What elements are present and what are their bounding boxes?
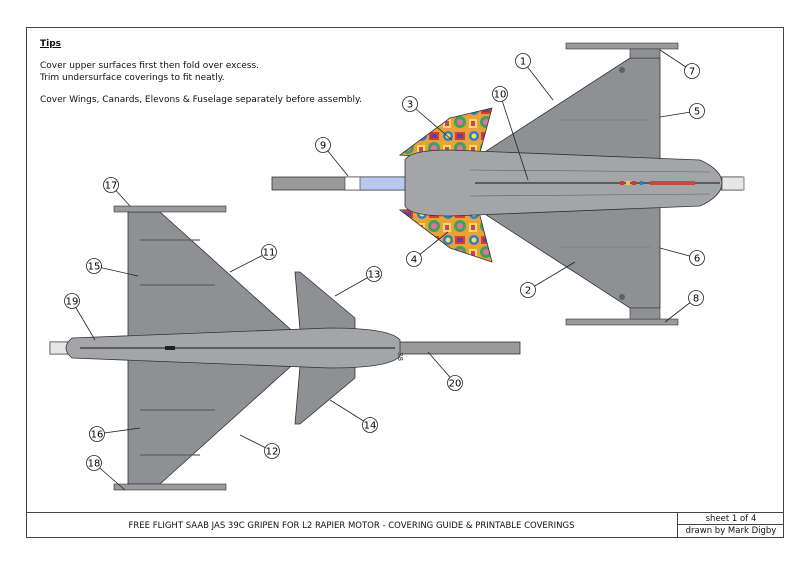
callout-4: 4 xyxy=(406,231,449,267)
callout-18: 18 xyxy=(86,455,126,491)
callout-number: 4 xyxy=(411,255,417,266)
callout-8: 8 xyxy=(664,290,704,323)
callout-circle xyxy=(86,455,102,471)
tip-line-1: Cover upper surfaces first then fold ove… xyxy=(40,61,259,71)
drawing-title: FREE FLIGHT SAAB JAS 39C GRIPEN FOR L2 R… xyxy=(128,521,575,531)
drawn-by: drawn by Mark Digby xyxy=(685,526,777,536)
callout-circle xyxy=(492,86,508,102)
callout-17: 17 xyxy=(103,177,131,207)
callout-leader xyxy=(522,60,554,101)
callout-circle xyxy=(103,177,119,193)
drawing-frame xyxy=(26,27,784,538)
tips-panel: Tips Cover upper surfaces first then fol… xyxy=(40,38,362,106)
callout-number: 7 xyxy=(689,67,695,78)
callout-number: 18 xyxy=(88,459,101,470)
callout-number: 1 xyxy=(520,57,526,68)
bottom-wing-lower xyxy=(127,357,302,485)
callout-leader xyxy=(527,261,576,291)
callout-number: 15 xyxy=(88,262,101,273)
callout-19: 19 xyxy=(64,293,96,341)
callout-9: 9 xyxy=(315,137,349,177)
tips-heading: Tips xyxy=(40,39,62,49)
tip-line-3: Cover Wings, Canards, Elevons & Fuselage… xyxy=(40,95,362,105)
callout-15: 15 xyxy=(86,258,139,277)
callout-circle xyxy=(406,251,422,267)
callout-number: 20 xyxy=(449,379,462,390)
callout-number: 5 xyxy=(694,107,700,118)
callout-circle xyxy=(86,258,102,274)
callout-circle xyxy=(689,250,705,266)
callout-number: 19 xyxy=(66,297,79,308)
callout-5: 5 xyxy=(659,103,705,119)
callout-number: 12 xyxy=(266,447,279,458)
callout-number: 8 xyxy=(693,294,699,305)
callout-circle xyxy=(689,103,705,119)
callout-circle xyxy=(315,137,331,153)
callout-leader xyxy=(409,103,453,141)
bottom-canard-lower xyxy=(294,365,356,425)
callout-circle xyxy=(402,96,418,112)
callout-7: 7 xyxy=(659,49,700,79)
callout-number: 2 xyxy=(525,286,531,297)
callout-1: 1 xyxy=(515,53,554,101)
callout-number: 3 xyxy=(407,100,413,111)
bottom-wing-upper xyxy=(127,211,302,339)
callout-13: 13 xyxy=(334,266,382,297)
callout-circle xyxy=(366,266,382,282)
callout-circle xyxy=(684,63,700,79)
callout-16: 16 xyxy=(89,426,141,442)
callout-number: 14 xyxy=(364,421,377,432)
callout-circle xyxy=(447,375,463,391)
callout-number: 16 xyxy=(91,430,104,441)
callout-circle xyxy=(64,293,80,309)
callout-number: 6 xyxy=(694,254,700,265)
callout-number: 13 xyxy=(368,270,381,281)
title-block: FREE FLIGHT SAAB JAS 39C GRIPEN FOR L2 R… xyxy=(26,512,678,538)
callout-circle xyxy=(261,244,277,260)
tip-line-2: Trim undersurface coverings to fit neatl… xyxy=(40,73,225,83)
top-view xyxy=(271,42,745,326)
callout-2: 2 xyxy=(520,261,576,298)
bottom-view: 38 xyxy=(49,205,521,491)
callout-14: 14 xyxy=(329,399,378,433)
callout-20: 20 xyxy=(427,351,463,391)
bottom-canard-upper xyxy=(294,271,356,331)
sheet-number: sheet 1 of 4 xyxy=(678,512,784,525)
callout-number: 11 xyxy=(263,248,276,259)
callout-11: 11 xyxy=(229,244,277,273)
callout-number: 17 xyxy=(105,181,118,192)
callout-6: 6 xyxy=(659,247,705,266)
callout-circle xyxy=(264,443,280,459)
fuselage-number: 38 xyxy=(396,352,404,361)
callout-number: 10 xyxy=(494,90,507,101)
callout-leader xyxy=(499,93,529,181)
callout-number: 9 xyxy=(320,141,326,152)
callout-circle xyxy=(515,53,531,69)
callout-10: 10 xyxy=(492,86,529,181)
callout-3: 3 xyxy=(402,96,453,141)
callout-12: 12 xyxy=(239,434,280,459)
callout-circle xyxy=(362,417,378,433)
callout-circle xyxy=(688,290,704,306)
callout-circle xyxy=(520,282,536,298)
callout-circle xyxy=(89,426,105,442)
